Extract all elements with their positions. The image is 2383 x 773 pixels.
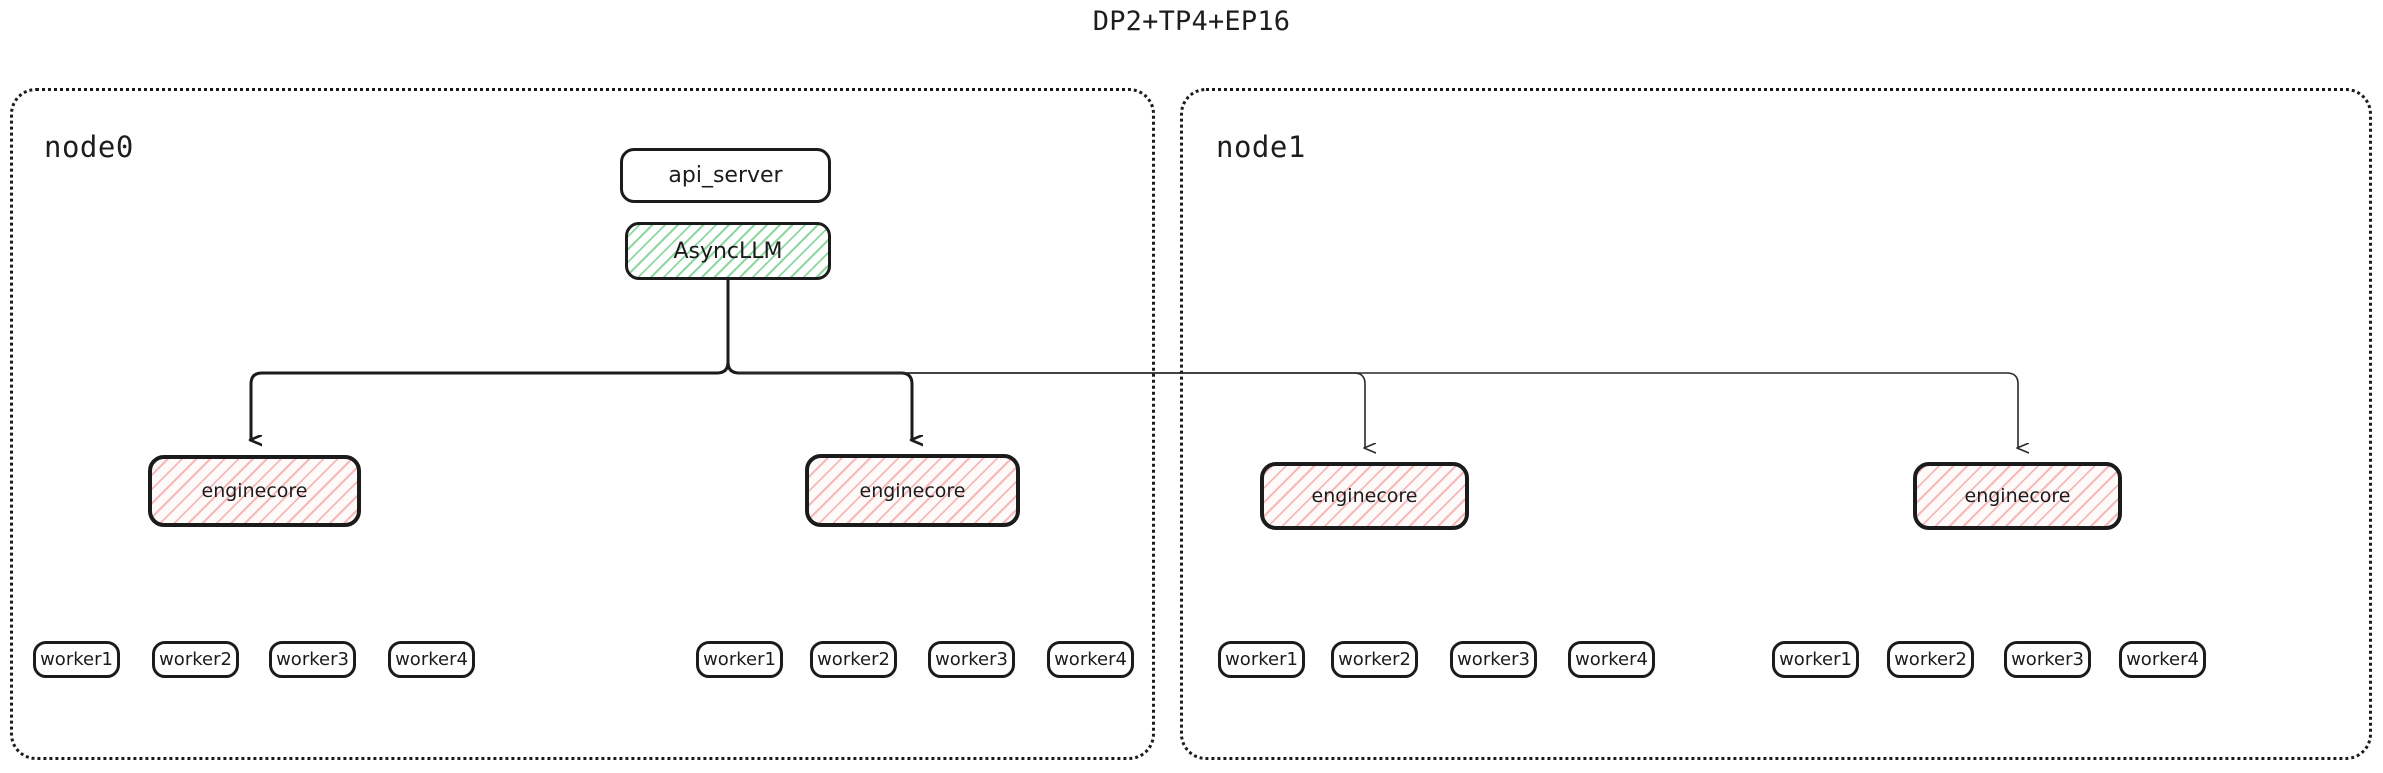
worker-label: worker3 xyxy=(1457,649,1530,670)
box-enginecore-node1-0[interactable]: enginecore xyxy=(1260,462,1469,530)
box-worker-node0-1-1[interactable]: worker2 xyxy=(810,641,897,678)
connector-asyncllm-to-node1-ec0 xyxy=(738,372,1365,448)
connector-asyncllm-to-node0-ec0 xyxy=(251,371,719,440)
worker-label: worker2 xyxy=(159,649,232,670)
worker-label: worker4 xyxy=(2126,649,2199,670)
box-asyncllm[interactable]: AsyncLLM xyxy=(625,222,831,280)
box-worker-node0-1-2[interactable]: worker3 xyxy=(928,641,1015,678)
box-worker-node1-1-2[interactable]: worker3 xyxy=(2004,641,2091,678)
box-worker-node1-1-1[interactable]: worker2 xyxy=(1887,641,1974,678)
box-enginecore-label: enginecore xyxy=(1311,485,1418,507)
worker-label: worker1 xyxy=(1779,649,1852,670)
node-label-node0: node0 xyxy=(44,130,134,164)
box-enginecore-label: enginecore xyxy=(1964,485,2071,507)
connector-asyncllm-to-node0-ec1 xyxy=(737,371,912,440)
worker-label: worker2 xyxy=(817,649,890,670)
worker-label: worker4 xyxy=(1575,649,1648,670)
box-enginecore-label: enginecore xyxy=(201,480,308,502)
box-worker-node0-1-0[interactable]: worker1 xyxy=(696,641,783,678)
box-worker-node1-0-1[interactable]: worker2 xyxy=(1331,641,1418,678)
box-api-server-label: api_server xyxy=(668,163,783,188)
box-worker-node0-0-0[interactable]: worker1 xyxy=(33,641,120,678)
worker-label: worker3 xyxy=(2011,649,2084,670)
box-worker-node1-1-3[interactable]: worker4 xyxy=(2119,641,2206,678)
box-worker-node0-0-3[interactable]: worker4 xyxy=(388,641,475,678)
worker-label: worker1 xyxy=(40,649,113,670)
connector-trunk xyxy=(715,279,730,375)
worker-label: worker3 xyxy=(935,649,1008,670)
box-asyncllm-label: AsyncLLM xyxy=(673,238,783,264)
box-api-server[interactable]: api_server xyxy=(620,148,831,203)
worker-label: worker4 xyxy=(395,649,468,670)
box-worker-node1-0-3[interactable]: worker4 xyxy=(1568,641,1655,678)
connector-trunk-right xyxy=(726,279,741,375)
worker-label: worker4 xyxy=(1054,649,1127,670)
box-enginecore-node0-0[interactable]: enginecore xyxy=(148,455,361,527)
box-worker-node1-0-0[interactable]: worker1 xyxy=(1218,641,1305,678)
box-worker-node1-1-0[interactable]: worker1 xyxy=(1772,641,1859,678)
worker-label: worker2 xyxy=(1894,649,1967,670)
box-enginecore-node0-1[interactable]: enginecore xyxy=(805,454,1020,527)
connector-asyncllm-to-node1-ec1 xyxy=(738,372,2018,448)
worker-label: worker1 xyxy=(703,649,776,670)
box-worker-node0-1-3[interactable]: worker4 xyxy=(1047,641,1134,678)
node-label-node1: node1 xyxy=(1216,130,1306,164)
box-enginecore-label: enginecore xyxy=(859,479,966,502)
worker-label: worker2 xyxy=(1338,649,1411,670)
worker-label: worker1 xyxy=(1225,649,1298,670)
box-enginecore-node1-1[interactable]: enginecore xyxy=(1913,462,2122,530)
page-title: DP2+TP4+EP16 xyxy=(1092,6,1291,37)
box-worker-node0-0-1[interactable]: worker2 xyxy=(152,641,239,678)
box-worker-node1-0-2[interactable]: worker3 xyxy=(1450,641,1537,678)
worker-label: worker3 xyxy=(276,649,349,670)
box-worker-node0-0-2[interactable]: worker3 xyxy=(269,641,356,678)
